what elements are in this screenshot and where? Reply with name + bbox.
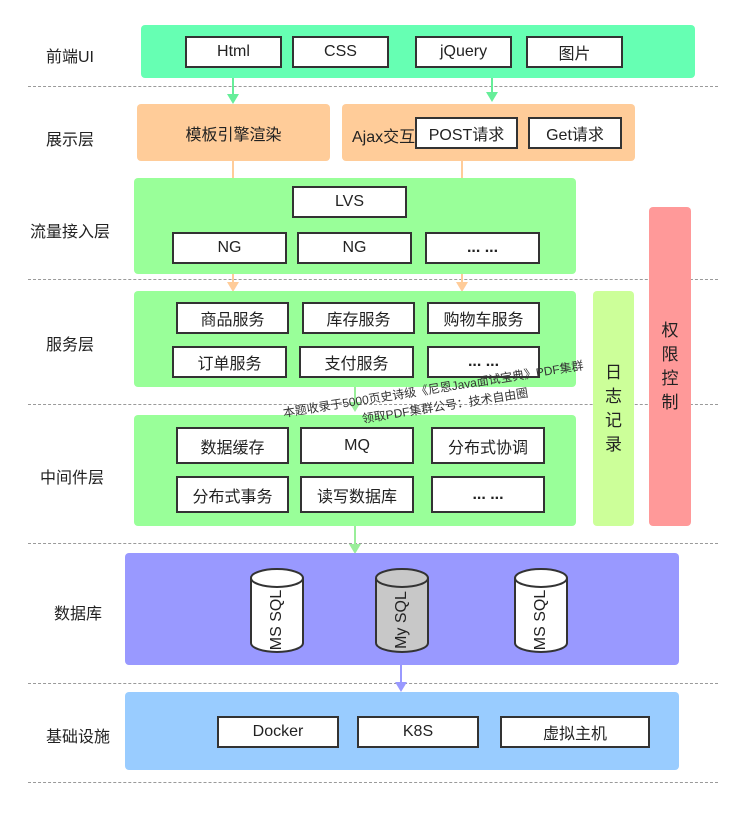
separator — [28, 782, 718, 783]
auth-panel — [649, 207, 691, 526]
database-cylinder-3 — [514, 568, 568, 653]
layer-label-display: 展示层 — [46, 132, 95, 149]
auth-label: 权 限 控 制 — [661, 320, 679, 412]
middleware-rw-db: 读写数据库 — [300, 476, 414, 513]
database-cylinder-2 — [375, 568, 429, 653]
log-panel — [593, 291, 634, 526]
separator — [28, 404, 718, 405]
infra-vm: 虚拟主机 — [500, 716, 650, 748]
database-label-2: My SQL — [393, 591, 410, 649]
service-order: 订单服务 — [172, 346, 287, 378]
separator — [28, 683, 718, 684]
layer-label-traffic: 流量接入层 — [30, 224, 111, 241]
traffic-node-ng-1: NG — [172, 232, 287, 264]
separator — [28, 543, 718, 544]
service-cart: 购物车服务 — [427, 302, 540, 334]
service-product: 商品服务 — [176, 302, 289, 334]
log-label: 日 志 记 录 — [605, 362, 622, 454]
middleware-cache: 数据缓存 — [176, 427, 289, 464]
traffic-lvs: LVS — [292, 186, 407, 218]
middleware-more: ... ... — [431, 476, 545, 513]
middleware-mq: MQ — [300, 427, 414, 464]
display-template-panel — [137, 104, 330, 161]
database-label-3: MS SQL — [532, 589, 549, 651]
display-get-request: Get请求 — [528, 117, 622, 149]
infra-k8s: K8S — [357, 716, 479, 748]
frontend-item-css: CSS — [292, 36, 389, 68]
separator — [28, 86, 718, 87]
middleware-transaction: 分布式事务 — [176, 476, 289, 513]
service-payment: 支付服务 — [299, 346, 414, 378]
traffic-node-ng-2: NG — [297, 232, 412, 264]
infra-docker: Docker — [217, 716, 339, 748]
frontend-item-images: 图片 — [526, 36, 623, 68]
display-template-label: 模板引擎渲染 — [185, 126, 282, 144]
layer-label-service: 服务层 — [46, 337, 95, 354]
layer-label-database: 数据库 — [54, 606, 103, 623]
layer-label-frontend: 前端UI — [46, 49, 95, 66]
display-ajax-label: Ajax交互 — [352, 129, 416, 146]
service-inventory: 库存服务 — [302, 302, 415, 334]
layer-label-middleware: 中间件层 — [40, 470, 105, 487]
database-label-1: MS SQL — [268, 589, 285, 651]
traffic-node-more: ... ... — [425, 232, 540, 264]
frontend-item-html: Html — [185, 36, 282, 68]
layer-label-infrastructure: 基础设施 — [46, 729, 111, 746]
separator — [28, 279, 718, 280]
middleware-coordination: 分布式协调 — [431, 427, 545, 464]
service-more: ... ... — [427, 346, 540, 378]
database-cylinder-1 — [250, 568, 304, 653]
frontend-item-jquery: jQuery — [415, 36, 512, 68]
display-post-request: POST请求 — [415, 117, 518, 149]
